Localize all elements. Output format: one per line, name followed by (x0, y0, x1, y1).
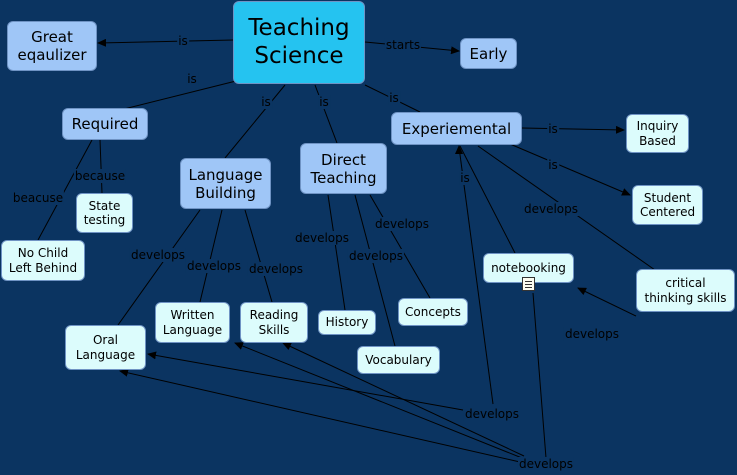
link-label-develops: develops (129, 248, 187, 262)
edge-state (99, 139, 103, 194)
node-inquiry-based[interactable]: Inquiry Based (626, 114, 689, 153)
edge-low2-oral (119, 368, 521, 463)
link-label-is: is (177, 34, 189, 48)
link-label-develops: develops (247, 262, 305, 276)
link-label-is: is (547, 122, 559, 136)
link-label-develops: develops (185, 259, 243, 273)
edge-dt-concepts (369, 194, 431, 299)
link-label-is: is (547, 158, 559, 172)
edge-student (509, 143, 631, 196)
node-required[interactable]: Required (62, 108, 148, 140)
edge-low1-oral (147, 351, 464, 411)
node-student-centered[interactable]: Student Centered (632, 185, 703, 225)
link-label-develops: develops (563, 327, 621, 341)
link-label-develops: develops (463, 407, 521, 421)
link-label-develops: develops (293, 231, 351, 245)
link-label-develops: develops (373, 217, 431, 231)
document-icon[interactable] (522, 277, 535, 291)
node-vocabulary[interactable]: Vocabulary (357, 346, 440, 374)
link-label-is: is (318, 95, 330, 109)
edge-inquiry (521, 125, 625, 134)
link-label-develops: develops (522, 202, 580, 216)
node-state-testing[interactable]: State testing (76, 193, 133, 233)
node-concepts[interactable]: Concepts (398, 298, 468, 326)
edge-equalizer (97, 38, 234, 47)
node-no-child-left-behind[interactable]: No Child Left Behind (1, 240, 85, 281)
link-label-because: because (73, 169, 127, 183)
edge-dt-vocab (354, 194, 396, 347)
edge-dt-history (327, 194, 346, 311)
link-label-is: is (388, 91, 400, 105)
node-direct-teaching[interactable]: Direct Teaching (300, 143, 387, 194)
link-label-beacuse: beacuse (11, 191, 65, 205)
edge-low2-written (234, 342, 523, 459)
edge-lb-written (199, 209, 223, 303)
node-teaching-science[interactable]: Teaching Science (233, 1, 365, 84)
link-label-starts: starts (384, 38, 422, 52)
edge-nclb (37, 139, 93, 241)
link-label-is: is (260, 95, 272, 109)
edge-notebooking (459, 145, 516, 254)
edge-direct (314, 84, 338, 144)
link-label-is: is (186, 72, 198, 86)
node-great-equalizer[interactable]: Great eqaulizer (7, 21, 97, 71)
edge-lb-oral (117, 209, 201, 326)
node-critical-thinking-skills[interactable]: critical thinking skills (636, 269, 735, 312)
node-experiemental[interactable]: Experiemental (391, 112, 522, 145)
node-history[interactable]: History (318, 310, 376, 335)
edge-critical-note (577, 287, 637, 317)
node-early[interactable]: Early (460, 38, 517, 69)
node-language-building[interactable]: Language Building (180, 158, 271, 209)
edge-note-bottom (532, 292, 547, 459)
link-label-develops: develops (517, 457, 575, 471)
node-reading-skills[interactable]: Reading Skills (240, 302, 308, 343)
edge-lb-reading (244, 209, 273, 303)
node-oral-language[interactable]: Oral Language (65, 325, 146, 370)
edge-language (224, 84, 286, 159)
link-label-develops: develops (347, 249, 405, 263)
node-written-language[interactable]: Written Language (155, 302, 230, 343)
edge-exp-bottom (458, 146, 494, 405)
edge-required (119, 79, 241, 111)
link-label-is: is (459, 171, 471, 185)
